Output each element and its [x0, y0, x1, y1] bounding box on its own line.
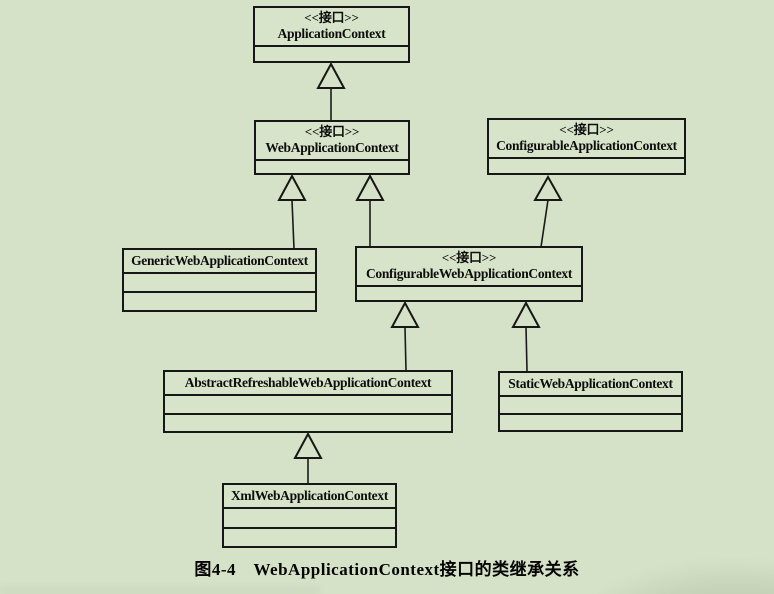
empty-compartment [224, 509, 395, 527]
class-name: AbstractRefreshableWebApplicationContext [184, 375, 432, 390]
stereotype-label: <<接口>> [304, 10, 359, 25]
class-name: ConfigurableApplicationContext [496, 138, 677, 153]
empty-compartment [489, 159, 684, 173]
generalization-line-static-to-cfgweb [525, 326, 528, 372]
empty-compartment [165, 412, 451, 432]
class-header: <<接口>> ConfigurableApplicationContext [489, 120, 684, 159]
empty-compartment [256, 161, 408, 173]
empty-compartment [255, 47, 408, 61]
empty-compartment [224, 526, 395, 547]
class-name: WebApplicationContext [265, 140, 399, 155]
empty-compartment [500, 412, 681, 431]
class-header: AbstractRefreshableWebApplicationContext [165, 372, 451, 396]
stereotype-label: <<接口>> [304, 124, 360, 139]
generalization-arrow-icon [277, 173, 307, 201]
class-box-configurable-web-application-context: <<接口>> ConfigurableWebApplicationContext [355, 246, 583, 302]
empty-compartment [124, 274, 315, 291]
class-name: ConfigurableWebApplicationContext [365, 266, 573, 281]
class-box-xml-web-application-context: XmlWebApplicationContext [222, 483, 397, 548]
class-box-abstract-refreshable-web-application-context: AbstractRefreshableWebApplicationContext [163, 370, 453, 433]
generalization-line-generic-to-web [291, 199, 295, 250]
empty-compartment [165, 396, 451, 413]
figure-caption: 图4-4 WebApplicationContext接口的类继承关系 [194, 560, 580, 579]
generalization-arrow-icon [355, 173, 385, 201]
generalization-arrow-icon [316, 61, 346, 89]
class-box-generic-web-application-context: GenericWebApplicationContext [122, 248, 317, 312]
empty-compartment [124, 291, 315, 310]
class-box-static-web-application-context: StaticWebApplicationContext [498, 371, 683, 432]
class-name: XmlWebApplicationContext [230, 488, 389, 503]
class-header: <<接口>> WebApplicationContext [256, 122, 408, 161]
generalization-arrow-icon [511, 300, 541, 328]
generalization-line-abstract-to-cfgweb [404, 326, 407, 372]
class-header: <<接口>> ApplicationContext [255, 8, 408, 47]
generalization-arrow-icon [293, 431, 323, 459]
generalization-arrow-icon [533, 174, 563, 201]
class-name: ApplicationContext [277, 26, 386, 41]
stereotype-label: <<接口>> [559, 122, 614, 137]
class-header: StaticWebApplicationContext [500, 373, 681, 397]
generalization-line-cfgweb-to-cfgapp [540, 199, 549, 248]
class-box-web-application-context: <<接口>> WebApplicationContext [254, 120, 410, 175]
class-box-configurable-application-context: <<接口>> ConfigurableApplicationContext [487, 118, 686, 175]
empty-compartment [500, 397, 681, 413]
class-name: StaticWebApplicationContext [508, 376, 673, 391]
generalization-arrow-icon [390, 300, 420, 328]
empty-compartment [357, 287, 581, 300]
stereotype-label: <<接口>> [441, 250, 497, 265]
class-box-application-context: <<接口>> ApplicationContext [253, 6, 410, 63]
class-header: GenericWebApplicationContext [124, 250, 315, 274]
class-header: <<接口>> ConfigurableWebApplicationContext [357, 248, 581, 287]
scan-shadow-strip [0, 586, 320, 594]
class-header: XmlWebApplicationContext [224, 485, 395, 509]
class-name: GenericWebApplicationContext [131, 253, 308, 268]
